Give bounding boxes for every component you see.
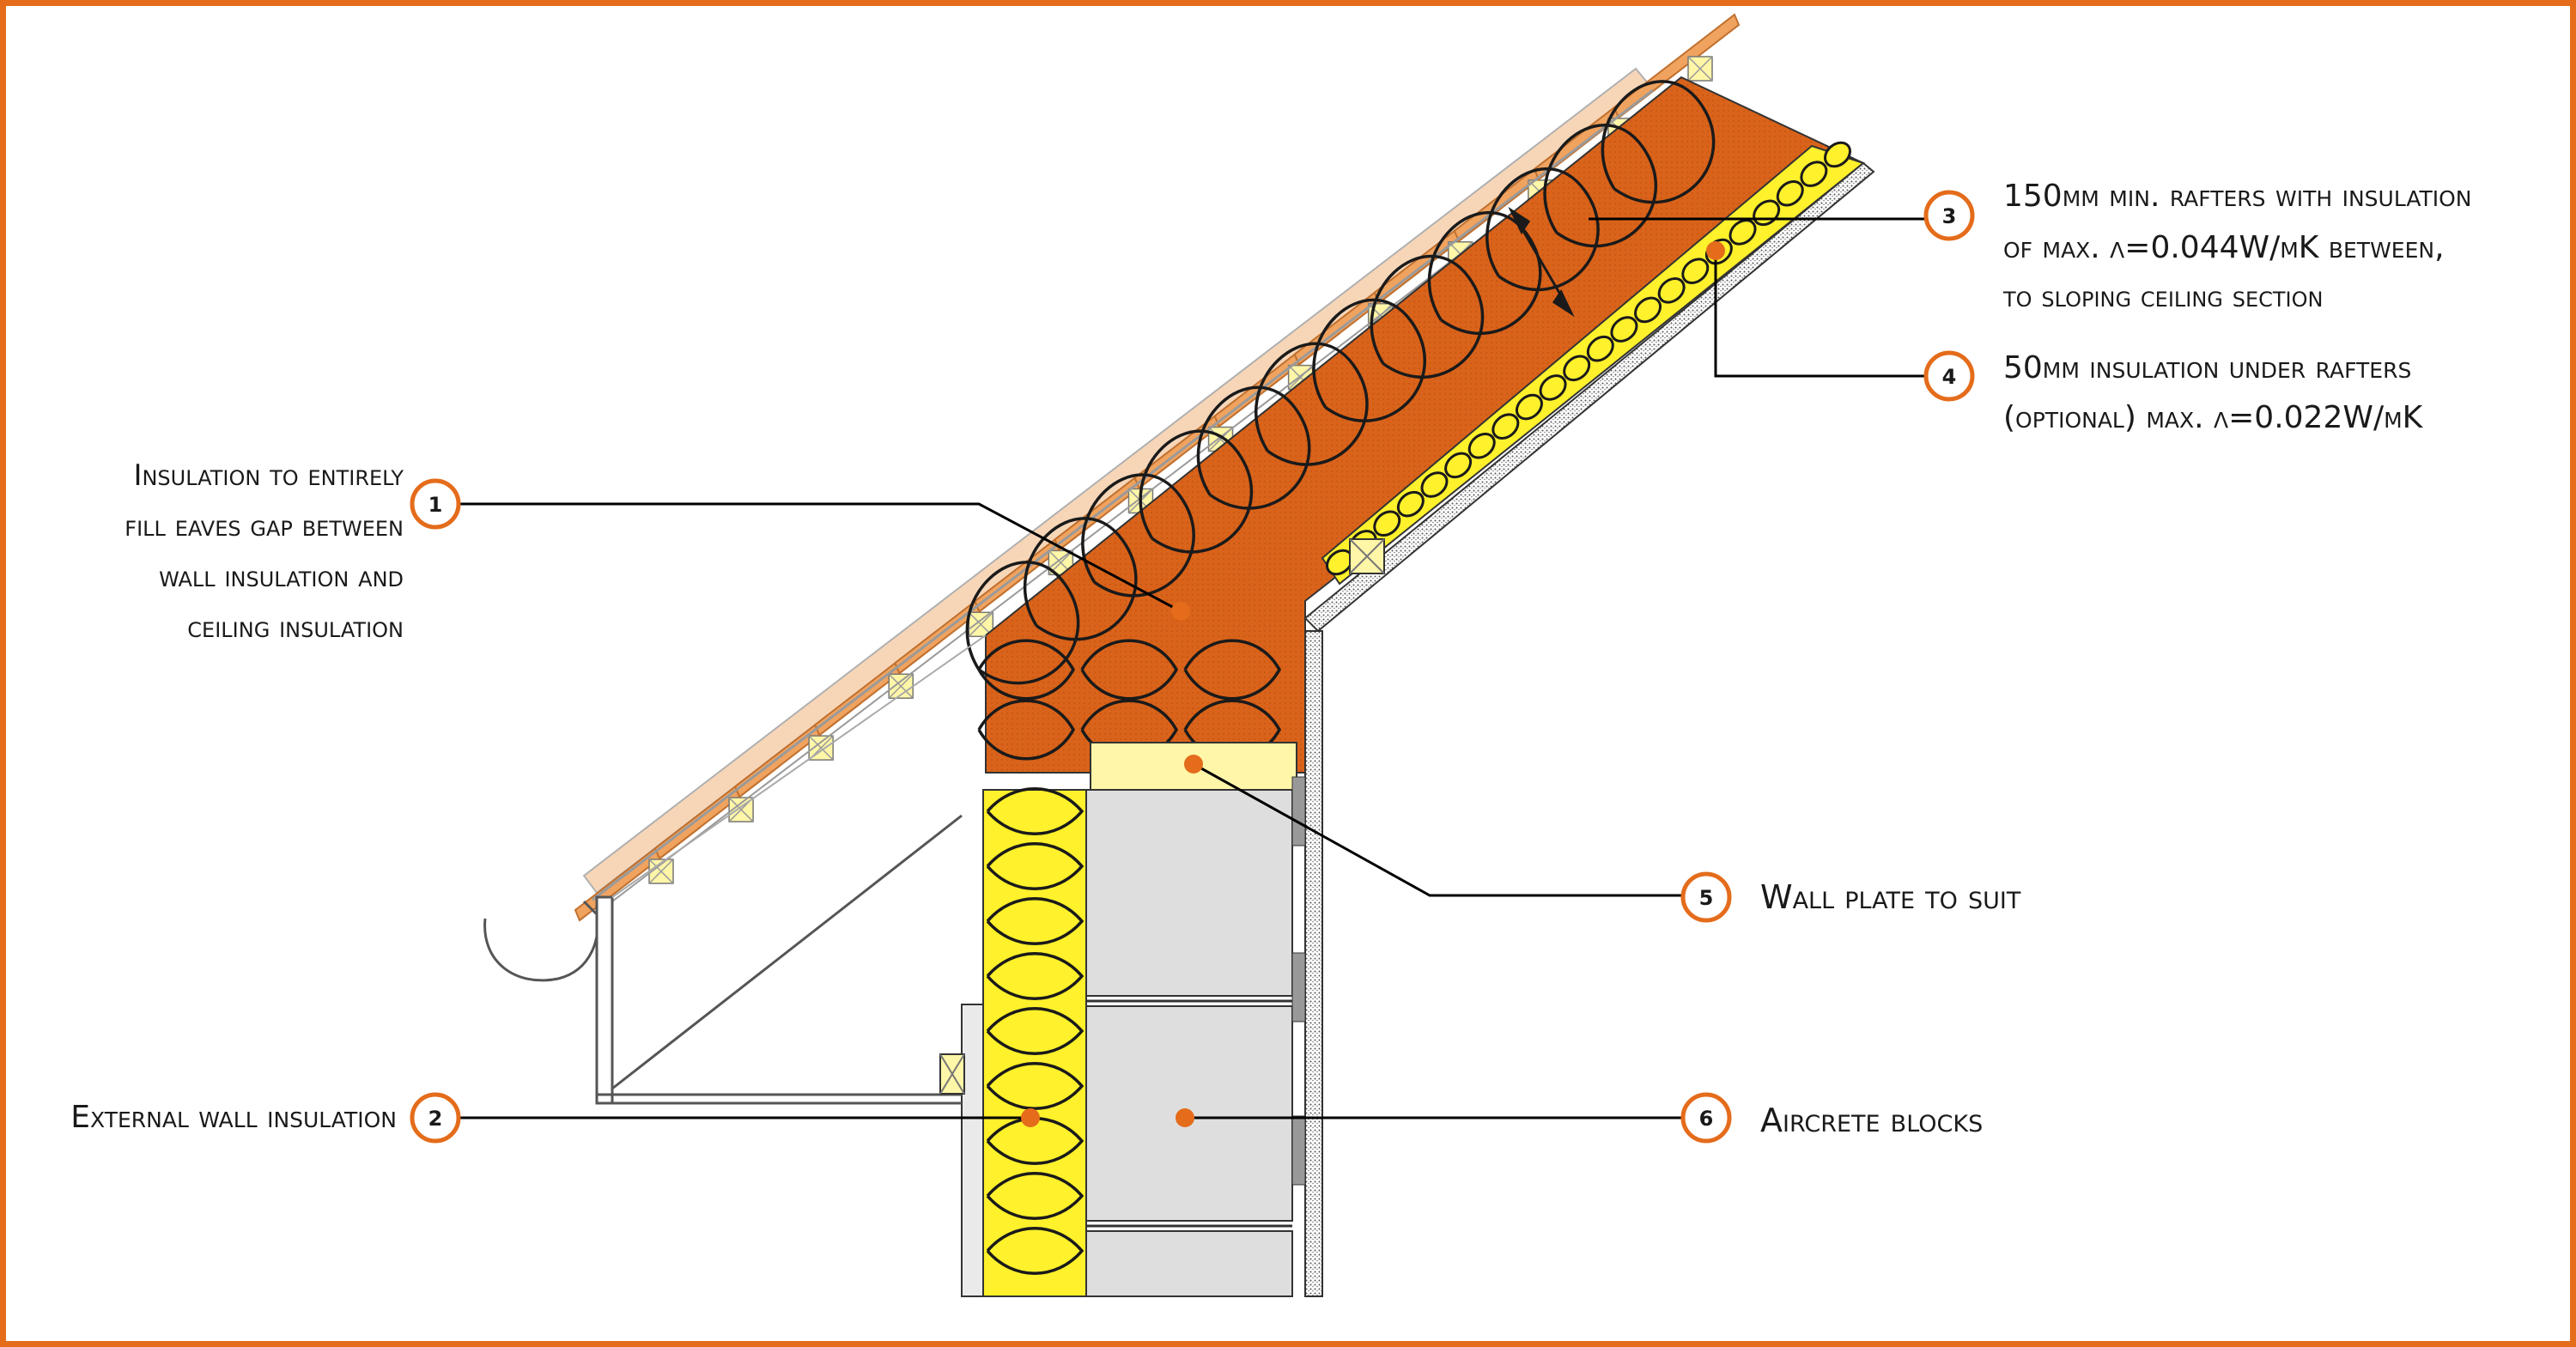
- sausage-cell: [1563, 355, 1591, 382]
- sausage-cell: [1634, 296, 1662, 324]
- svg-text:of max. λ=0.044W/mK between,: of max. λ=0.044W/mK between,: [2003, 230, 2445, 265]
- svg-text:150mm min. rafters with insula: 150mm min. rafters with insulation: [2003, 179, 2472, 214]
- sausage-cell: [1800, 161, 1828, 187]
- quilt-curve: [1543, 124, 1658, 248]
- svg-text:to sloping ceiling section: to sloping ceiling section: [2002, 280, 2323, 314]
- svg-text:50mm insulation under rafters: 50mm insulation under rafters: [2003, 350, 2411, 385]
- quilt-curve: [1428, 211, 1542, 336]
- inner-plaster: [1291, 630, 1323, 1297]
- sausage-cell: [1610, 316, 1638, 343]
- sausage-cell: [1657, 277, 1686, 304]
- sausage-cell: [1420, 471, 1449, 498]
- wall-quilt-curve: [986, 842, 1084, 890]
- soffit-batten: [939, 1053, 965, 1095]
- sausage-cell: [1515, 393, 1543, 421]
- svg-text:ceiling insulation: ceiling insulation: [187, 610, 404, 645]
- target-dots: [1021, 241, 1725, 1127]
- label-2: External wall insulation: [70, 1100, 397, 1135]
- external-wall-insulation: [982, 787, 1087, 1297]
- callout-6: 6: [1680, 1092, 1732, 1144]
- roof-tile: [1613, 13, 1741, 119]
- rafter-insulation: [965, 76, 1865, 774]
- svg-text:(optional) max. λ=0.022W/mK: (optional) max. λ=0.022W/mK: [2003, 400, 2424, 435]
- sloping-plasterboard: [1303, 161, 1875, 633]
- wall-quilt-curve: [986, 1062, 1084, 1110]
- svg-text:fill eaves gap between: fill eaves gap between: [125, 509, 404, 543]
- wall-quilt-curve: [986, 1227, 1084, 1275]
- sausage-cell: [1586, 335, 1614, 362]
- sausage-cell: [1824, 141, 1851, 168]
- label-6: Aircrete blocks: [1760, 1101, 1983, 1139]
- quilt-curve: [1024, 517, 1138, 641]
- svg-text:Aircrete blocks: Aircrete blocks: [1760, 1101, 1983, 1139]
- svg-text:6: 6: [1699, 1107, 1714, 1131]
- quilt-curve: [1370, 254, 1485, 379]
- svg-text:2: 2: [428, 1107, 443, 1131]
- quilt-curve: [1255, 342, 1369, 466]
- render-strip: [961, 1004, 984, 1297]
- leader-lines: [455, 217, 1928, 1119]
- svg-text:4: 4: [1942, 365, 1957, 389]
- svg-text:wall insulation and: wall insulation and: [159, 560, 404, 594]
- gutter-and-soffit: [483, 634, 987, 1105]
- quilt-curve: [1312, 298, 1426, 422]
- label-3: 150mm min. rafters with insulation of ma…: [2002, 179, 2472, 314]
- wall-plate: [1090, 742, 1297, 791]
- sausage-cell: [1776, 179, 1804, 207]
- purlin-timber: [1349, 538, 1385, 574]
- sausage-cell: [1396, 490, 1425, 518]
- quilt-curve: [1196, 385, 1311, 510]
- svg-text:Insulation to entirely: Insulation to entirely: [133, 458, 404, 493]
- sausage-cell: [1681, 258, 1710, 285]
- sausage-cell: [1728, 219, 1757, 246]
- sausage-cell: [1492, 413, 1520, 440]
- label-1: Insulation to entirely fill eaves gap be…: [125, 458, 404, 645]
- quilt-curve: [1601, 80, 1716, 204]
- wall-quilt-curve: [986, 952, 1084, 1000]
- under-rafter-insulation: [1321, 141, 1866, 586]
- sausage-cell: [1373, 510, 1401, 537]
- wall-quilt-curve: [986, 1117, 1084, 1165]
- thickness-arrows: [1508, 206, 1575, 318]
- sausage-cell: [1444, 452, 1473, 479]
- callout-5: 5: [1680, 871, 1732, 923]
- svg-text:5: 5: [1699, 886, 1714, 910]
- callout-3: 3: [1923, 190, 1975, 241]
- label-5: Wall plate to suit: [1760, 878, 2021, 916]
- wall-quilt-curve: [986, 1007, 1084, 1055]
- svg-text:1: 1: [428, 493, 443, 517]
- callout-4: 4: [1923, 350, 1975, 402]
- aircrete-blocks: [1085, 789, 1293, 1297]
- wall-quilt-curve: [986, 787, 1084, 835]
- sausage-cell: [1467, 432, 1496, 459]
- quilt-curve: [1081, 473, 1195, 598]
- sausage-cell: [1539, 374, 1567, 401]
- quilt-curve: [1139, 429, 1254, 554]
- callout-2: 2: [410, 1092, 461, 1144]
- quilt-curve: [965, 561, 1080, 685]
- svg-text:3: 3: [1942, 204, 1957, 228]
- label-4: 50mm insulation under rafters (optional)…: [2003, 350, 2424, 435]
- wall-quilt-curve: [986, 897, 1084, 945]
- wall-quilt-curve: [986, 1172, 1084, 1220]
- callout-1: 1: [410, 478, 461, 530]
- svg-text:External wall insulation: External wall insulation: [70, 1100, 397, 1135]
- svg-text:Wall plate to suit: Wall plate to suit: [1760, 878, 2021, 916]
